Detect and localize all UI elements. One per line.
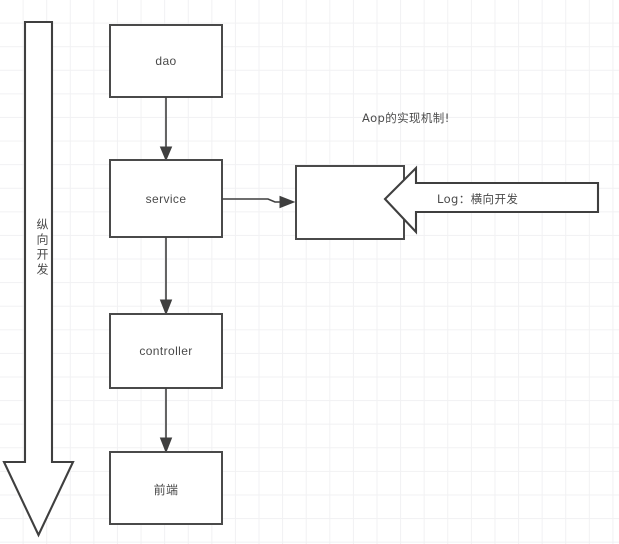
- arrowhead-service-aspect: [279, 195, 296, 209]
- arrowhead-dao-service: [159, 146, 173, 162]
- node-label-dao: dao: [155, 54, 177, 68]
- node-box-aspect[interactable]: [295, 165, 405, 240]
- aop-mechanism-note: Aop的实现机制!: [362, 111, 450, 125]
- node-box-service[interactable]: [109, 159, 223, 238]
- node-label-frontend: 前端: [153, 483, 179, 497]
- horizontal-arrow-label: Log：横向开发: [437, 192, 519, 206]
- horizontal-block-arrow: [383, 165, 600, 235]
- node-label-service: service: [145, 192, 187, 206]
- arrowhead-service-controller: [159, 299, 173, 316]
- arrowhead-controller-frontend: [159, 437, 173, 454]
- node-box-controller[interactable]: [109, 313, 223, 389]
- vertical-block-arrow: [2, 20, 75, 538]
- node-box-dao[interactable]: [109, 24, 223, 98]
- node-box-frontend[interactable]: [109, 451, 223, 525]
- node-label-controller: controller: [139, 344, 193, 358]
- vertical-axis-label: 纵向开发: [35, 218, 49, 278]
- connector-service-aspect: [222, 198, 280, 203]
